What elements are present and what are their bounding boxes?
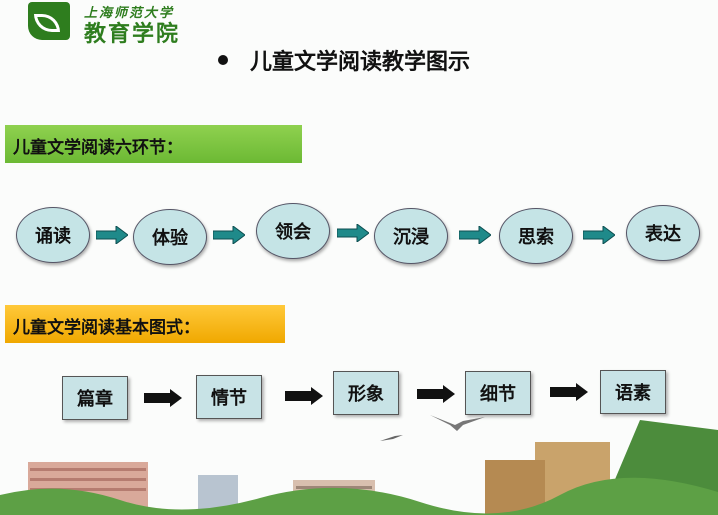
teal-arrow-icon (213, 226, 245, 244)
logo-leaf-icon (28, 2, 70, 40)
schema-box: 细节 (465, 371, 531, 415)
teal-arrow-icon (459, 226, 491, 244)
section1-heading: 儿童文学阅读六环节： (5, 125, 302, 163)
campus-scenery-image (0, 420, 718, 515)
black-arrow-icon (144, 389, 182, 407)
slide-title: 儿童文学阅读教学图示 (218, 44, 470, 76)
step-circle: 体验 (133, 209, 207, 265)
teal-arrow-icon (96, 226, 128, 244)
schema-box: 形象 (333, 371, 399, 415)
black-arrow-icon (550, 383, 588, 401)
black-arrow-icon (417, 385, 455, 403)
step-circle: 表达 (626, 205, 700, 261)
logo-university: 上海师范大学 (84, 6, 175, 21)
teal-arrow-icon (337, 224, 369, 242)
step-circle: 领会 (256, 203, 330, 259)
logo-college: 教育学院 (84, 22, 181, 47)
birds-icon (380, 415, 485, 441)
black-arrow-icon (285, 387, 323, 405)
slide-title-text: 儿童文学阅读教学图示 (250, 50, 471, 75)
step-circle: 诵读 (16, 207, 90, 263)
step-circle: 思索 (499, 208, 573, 264)
bullet-icon (218, 55, 228, 65)
schema-box: 情节 (196, 375, 262, 419)
step-circle: 沉浸 (374, 208, 448, 264)
teal-arrow-icon (583, 226, 615, 244)
college-logo: 上海师范大学 教育学院 (28, 2, 228, 47)
section2-heading: 儿童文学阅读基本图式： (5, 305, 285, 343)
schema-box: 篇章 (62, 376, 128, 420)
schema-box: 语素 (600, 370, 666, 414)
